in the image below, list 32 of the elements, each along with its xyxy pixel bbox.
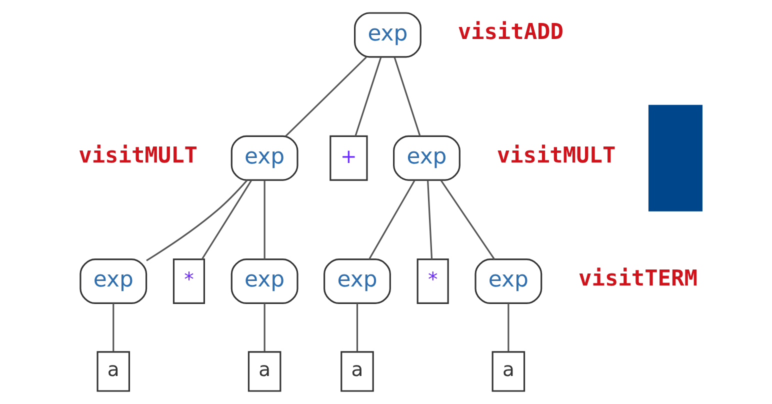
connector: [426, 180, 432, 260]
node-box: exp: [79, 258, 147, 304]
connector: [507, 303, 509, 352]
node-box: exp: [392, 135, 460, 181]
node-box: a: [340, 351, 374, 392]
connector: [393, 56, 420, 136]
node-box: exp: [323, 258, 390, 304]
connector: [284, 56, 366, 137]
node-label: visitTERM: [578, 266, 697, 292]
node-box: exp: [230, 135, 298, 181]
node-box: exp: [230, 258, 298, 304]
node-label: visitMULT: [496, 143, 616, 168]
connector: [112, 303, 114, 352]
node-box: exp: [354, 12, 421, 58]
connector: [368, 180, 415, 260]
node-box: a: [247, 351, 281, 392]
connector: [354, 56, 382, 136]
connector: [146, 180, 248, 262]
node-box: a: [96, 351, 130, 392]
connector: [263, 303, 265, 352]
connector: [263, 180, 265, 260]
node-box: a: [491, 351, 525, 392]
node-box: *: [172, 258, 204, 304]
node-box: +: [329, 135, 368, 181]
node-box: *: [416, 258, 448, 304]
connector: [200, 180, 252, 260]
node-box: [648, 104, 702, 212]
connector: [440, 180, 495, 260]
connector: [356, 303, 358, 352]
node-label: visitMULT: [78, 143, 198, 168]
node-box: exp: [474, 258, 542, 304]
node-label: visitADD: [457, 20, 563, 46]
